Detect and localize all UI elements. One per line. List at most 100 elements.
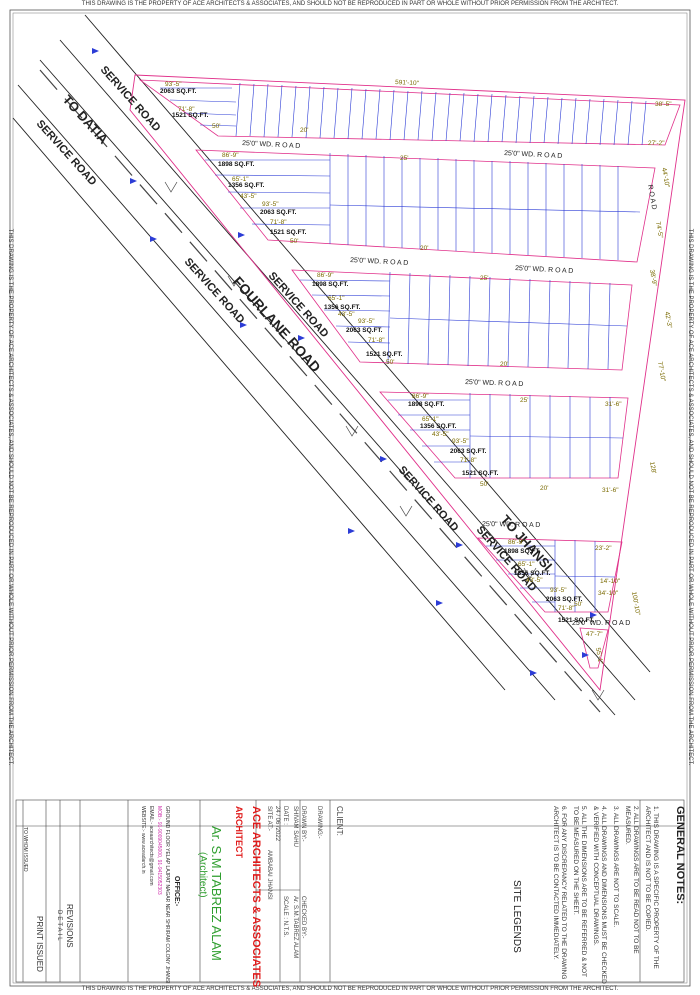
dim-86-9-b: 86'-9" [222,152,239,159]
dim-93-5-a: 93'-5" [165,81,182,88]
fourlane-centre-line [39,69,601,713]
office-website: WEBSITE:- www.aceadarch.in [140,806,146,874]
dim-86-9-e: 86'-9" [508,539,525,546]
to-datia-label: TO DATIA [60,92,112,147]
checked-by-value: Ar. S.M.TABREZ ALAM [292,896,298,959]
service-road-label-top: SERVICE ROAD [98,64,163,134]
side-road-label: R O A D [646,184,657,210]
drawing-label: DRAWING:- [316,806,322,839]
dim-25-row4: 25' [520,397,528,404]
dim-86-9-c: 86'-9" [317,272,334,279]
dim-25-row3: 25' [480,275,488,282]
note-line: & VERIFIED WITH CONCEPTUAL DRAWINGS. [592,806,599,946]
area-2063-a: 2063 SQ.FT. [160,88,197,95]
internal-road-4: 25'0" WD. R O A D [482,521,540,529]
plot-block-1 [138,79,681,146]
site-value: AMBABAI JHANSI [266,850,272,900]
vehicle-icons [164,181,605,701]
note-line: 2. ALL DRAWINGS ARE TO BE READ NOT TO BE [632,806,639,954]
note-line: ARCHITECT AND IS NOT TO BE COPIED. [644,806,651,932]
arrow-icon [92,48,597,676]
date-value: 24 / 06 /2022 [274,806,280,842]
office-address: GROUND FLOOR YELAP LAJPAT NAGAR NEAR SHR… [164,806,170,984]
area-1521-d: 1521 SQ.FT. [462,470,499,477]
dim-27-2: 27'-2" [648,140,665,147]
dim-50-c: 50' [386,359,394,366]
dim-93-5-b: 93'-5" [262,201,279,208]
ownership-notice-bottom: THIS DRAWING IS THE PROPERTY OF ACE ARCH… [81,986,619,992]
firm-subtitle: ARCHITECT [234,806,244,858]
internal-road-2b: 25'0" WD. R O A D [515,265,574,275]
area-1898-e: 1898 SQ.FT. [504,548,541,555]
general-notes-title: GENERAL NOTES: [674,806,686,905]
dim-20-row3: 20' [500,361,508,368]
revisions-detail: DETAIL [56,910,62,943]
area-2063-c: 2063 SQ.FT. [346,327,383,334]
note-line: 4. ALL DRAWINGS AND DIMENSIONS MUST BE C… [600,806,607,984]
dim-77-10: 77'-10" [656,361,667,383]
client-label: CLIENT: [335,806,344,836]
dim-50-b: 50' [290,238,298,245]
dim-43-5-d: 43'-5" [432,431,449,438]
note-line: 1. THIS DRAWING IS A SPECIFIC PROPERTY O… [652,806,659,969]
dim-71-8-e: 71'-8" [558,605,575,612]
area-1356-c: 1356 SQ.FT. [324,304,361,311]
dim-43-5-b: 43'-5" [240,193,257,200]
dim-20-row4: 20' [540,485,548,492]
to-whom-issued: TO WHOM ISSUED [22,827,28,872]
highway-edges [12,14,651,716]
site-label: SITE AT:- [266,806,272,831]
dim-42-3: 42'-3" [663,311,673,329]
dim-43-5-e: 43'-5" [526,577,543,584]
dim-47-7: 47'-7" [586,631,603,638]
ownership-notice-top: THIS DRAWING IS THE PROPERTY OF ACE ARCH… [81,1,619,7]
office-phone: MOB:- 91-9009045000, 91-9415052303 [156,806,162,895]
dim-93-5-d: 93'-5" [452,438,469,445]
dim-50-d: 50' [480,481,488,488]
dim-38-5: 38'-5" [655,101,672,108]
area-1521-c: 1521 SQ.FT. [366,351,403,358]
plot-block-3 [291,269,633,371]
title-block [15,799,685,983]
area-1356-d: 1356 SQ.FT. [420,423,457,430]
dim-31-6-a: 31'-6" [605,401,622,408]
internal-road-3: 25'0" WD. R O A D [465,379,524,388]
internal-road-5: 25'0" WD. R O A D [572,620,630,627]
dim-100-10: 100'-10" [630,591,641,616]
dim-frontage: 591'-10" [395,79,420,87]
dim-65-1-c: 65'-1" [328,295,345,302]
dim-50-a: 50' [212,123,220,130]
area-1521-b: 1521 SQ.FT. [270,229,307,236]
area-1898-d: 1898 SQ.FT. [408,401,445,408]
dim-71-8-c: 71'-8" [368,337,385,344]
office-email: EMAIL:- aceaarchitects@gmail.com [148,806,154,886]
note-line: TO BE MEASURED ON THE SHEET. [572,806,579,915]
note-line: ARCHITECT IS TO BE CONTACTED IMMEDIATELY… [552,806,559,960]
note-line: 5. ALL THE DIMENSIONS ARE TO BE REFERRED… [580,806,587,977]
dim-93-5-e: 93'-5" [550,587,567,594]
dim-38-9: 38'-9" [648,269,658,287]
architect-name: Ar. S.M.TABREZ ALAM [209,826,224,961]
area-1521-e: 1521 SQ.FT. [558,617,595,624]
dim-71-8-a: 71'-8" [178,106,195,113]
dim-71-8-b: 71'-8" [270,219,287,226]
area-1356-b: 1356 SQ.FT. [228,182,265,189]
dim-65-1-e: 65'-1" [518,561,535,568]
dim-20-row2: 20' [420,245,428,252]
dim-50-e: 50' [574,601,582,608]
dim-23-2: 23'-2" [595,545,612,552]
ownership-notice-right: THIS DRAWING IS THE PROPERTY OF ACE ARCH… [687,228,693,766]
checked-by-label: CHECKED BY:- [300,896,306,939]
inner-frame [12,12,688,984]
dim-43-5-c: 43'-5" [338,311,355,318]
site-legends-title: SITE LEGENDS [511,880,522,953]
area-2063-d: 2063 SQ.FT. [450,448,487,455]
scale-label: SCALE : N.T.S. [282,896,288,938]
firm-name: ACE ARCHITECTS & ASSOCIATES [250,806,262,988]
note-line: 6. FOR ANY DISCREPANCY RELATED TO THE DR… [560,806,567,980]
dim-74-5: 74'-5" [654,221,664,239]
date-label: DATE : [282,806,288,825]
area-1521-a: 1521 SQ.FT. [172,112,209,119]
area-1898-b: 1898 SQ.FT. [218,161,255,168]
plot-block-2 [195,149,656,263]
